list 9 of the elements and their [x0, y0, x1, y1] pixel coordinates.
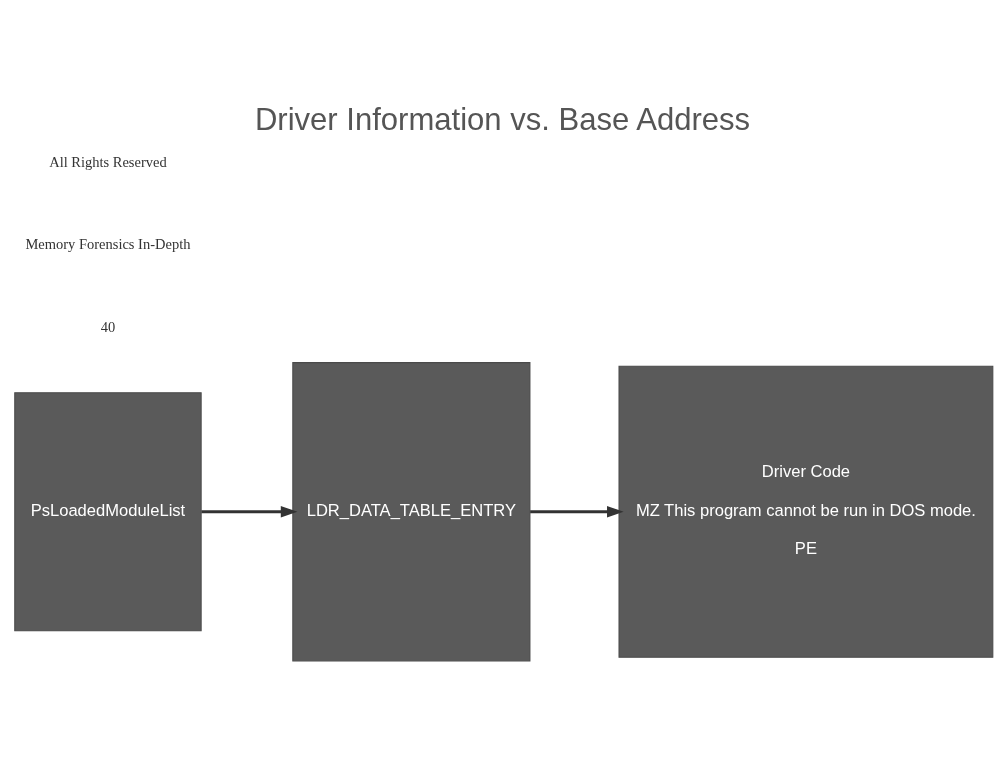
label: 40 — [100, 318, 116, 335]
label: Memory Forensics In-Depth — [25, 235, 191, 252]
arrow — [530, 505, 624, 518]
arrow — [201, 505, 298, 518]
diagram-title: Driver Information vs. Base Address — [254, 101, 751, 137]
node-box: PsLoadedModuleList — [14, 391, 202, 631]
label: All Rights Reserved — [49, 153, 167, 170]
node-box: Driver Code MZ This program cannot be run in DOS mode. PE — [618, 365, 994, 658]
node-box: LDR_DATA_TABLE_ENTRY — [292, 361, 531, 661]
